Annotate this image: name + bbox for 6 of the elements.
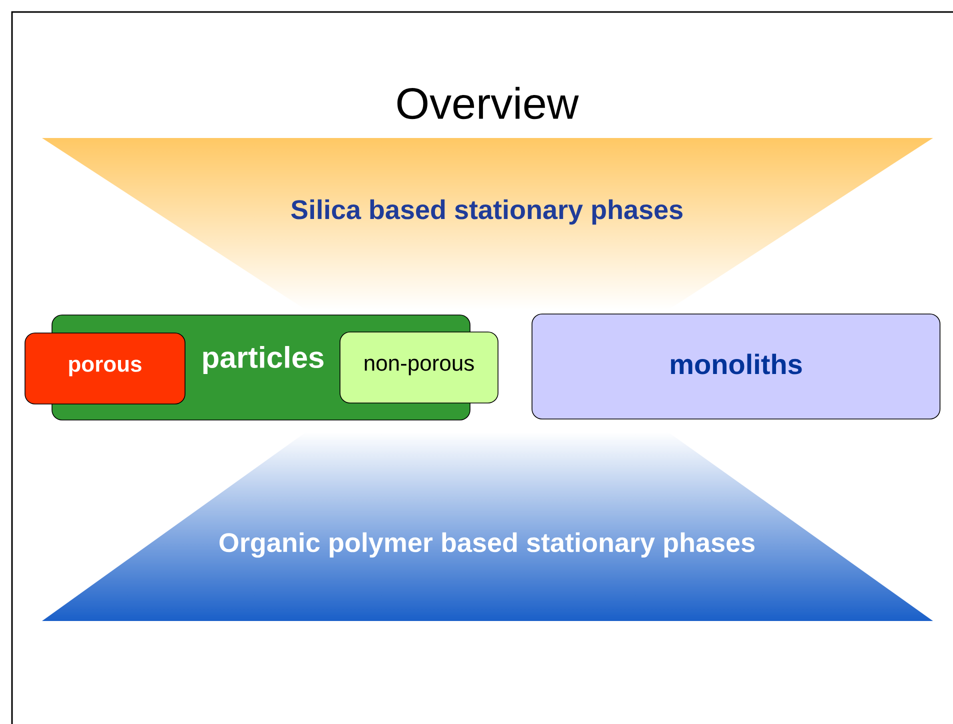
category-box: non-porous — [340, 332, 498, 404]
band-top: Silica based stationary phases — [291, 199, 682, 225]
title: Overview — [397, 86, 579, 120]
category-box: porous — [24, 332, 186, 404]
band-bottom: Organic polymer based stationary phases — [220, 532, 754, 558]
category-box: monoliths — [532, 314, 940, 420]
